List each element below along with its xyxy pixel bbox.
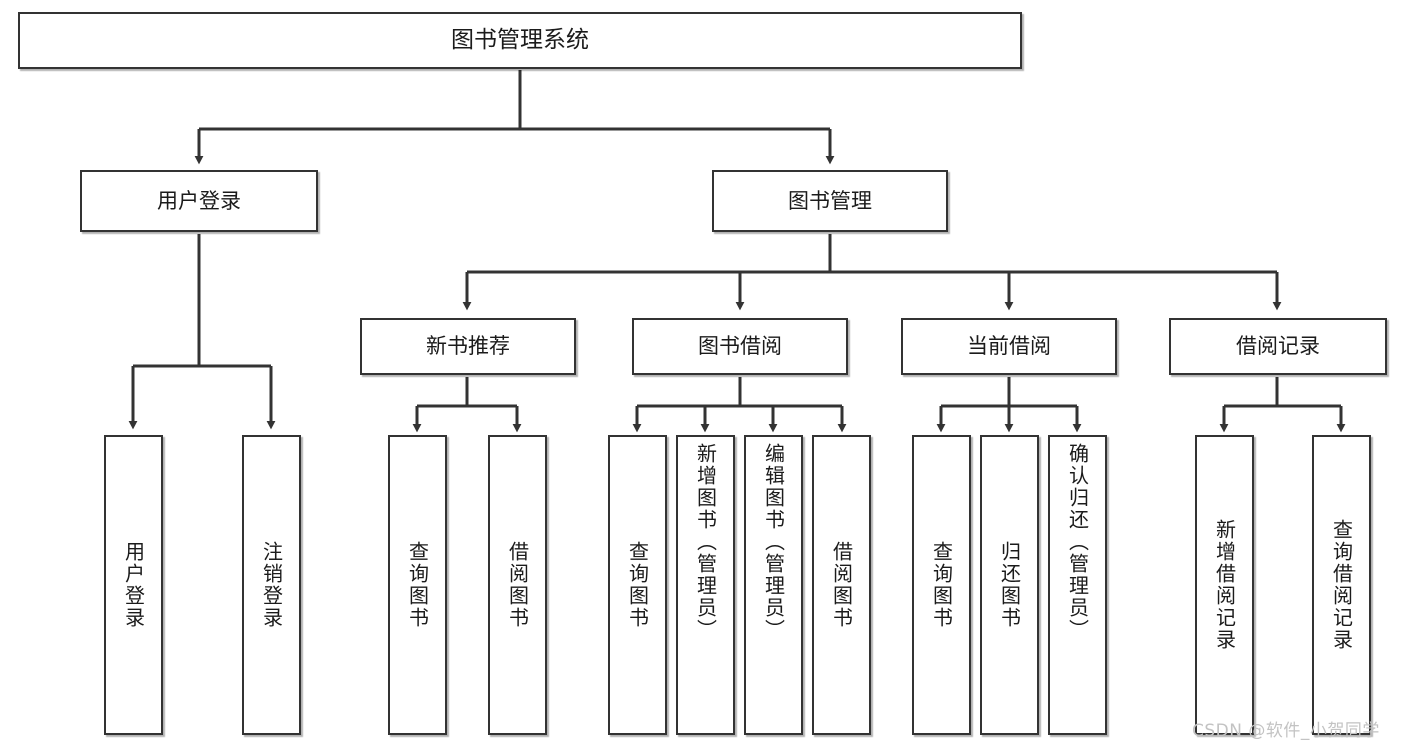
leaf-current-borrow-confirm-return[interactable]: 确认归还（管理员） xyxy=(1048,435,1107,735)
node-label: 查询图书 xyxy=(929,541,954,629)
node-book-management[interactable]: 图书管理 xyxy=(712,170,948,232)
node-borrow-record[interactable]: 借阅记录 xyxy=(1169,318,1387,375)
leaf-borrow-record-query[interactable]: 查询借阅记录 xyxy=(1312,435,1371,735)
node-label: 用户登录 xyxy=(121,541,146,629)
leaf-borrow-record-add[interactable]: 新增借阅记录 xyxy=(1195,435,1254,735)
node-label: 查询借阅记录 xyxy=(1329,519,1354,651)
node-user-login[interactable]: 用户登录 xyxy=(80,170,318,232)
node-label: 图书管理系统 xyxy=(451,26,589,53)
node-label: 借阅记录 xyxy=(1236,334,1320,359)
leaf-user-login-logout[interactable]: 注销登录 xyxy=(242,435,301,735)
node-label: 借阅图书 xyxy=(829,541,854,629)
leaf-book-borrow-edit[interactable]: 编辑图书（管理员） xyxy=(744,435,803,735)
node-label: 新增图书（管理员） xyxy=(693,443,718,641)
node-label: 查询图书 xyxy=(405,541,430,629)
leaf-new-book-query[interactable]: 查询图书 xyxy=(388,435,447,735)
node-label: 新增借阅记录 xyxy=(1212,519,1237,651)
node-new-book-recommend[interactable]: 新书推荐 xyxy=(360,318,576,375)
node-label: 当前借阅 xyxy=(967,334,1051,359)
node-label: 注销登录 xyxy=(259,541,284,629)
leaf-book-borrow-borrow[interactable]: 借阅图书 xyxy=(812,435,871,735)
leaf-book-borrow-add[interactable]: 新增图书（管理员） xyxy=(676,435,735,735)
node-label: 新书推荐 xyxy=(426,334,510,359)
leaf-book-borrow-query[interactable]: 查询图书 xyxy=(608,435,667,735)
leaf-current-borrow-return[interactable]: 归还图书 xyxy=(980,435,1039,735)
node-label: 编辑图书（管理员） xyxy=(761,443,786,641)
node-label: 图书借阅 xyxy=(698,334,782,359)
leaf-user-login-login[interactable]: 用户登录 xyxy=(104,435,163,735)
csdn-watermark: CSDN @软件_小贺同学 xyxy=(1192,721,1380,741)
leaf-new-book-borrow[interactable]: 借阅图书 xyxy=(488,435,547,735)
node-root-book-management-system[interactable]: 图书管理系统 xyxy=(18,12,1022,69)
node-current-borrow[interactable]: 当前借阅 xyxy=(901,318,1117,375)
node-label: 查询图书 xyxy=(625,541,650,629)
node-label: 确认归还（管理员） xyxy=(1065,443,1090,641)
leaf-current-borrow-query[interactable]: 查询图书 xyxy=(912,435,971,735)
node-label: 借阅图书 xyxy=(505,541,530,629)
node-label: 用户登录 xyxy=(157,188,241,213)
node-label: 图书管理 xyxy=(788,188,872,213)
node-book-borrow[interactable]: 图书借阅 xyxy=(632,318,848,375)
node-label: 归还图书 xyxy=(997,541,1022,629)
